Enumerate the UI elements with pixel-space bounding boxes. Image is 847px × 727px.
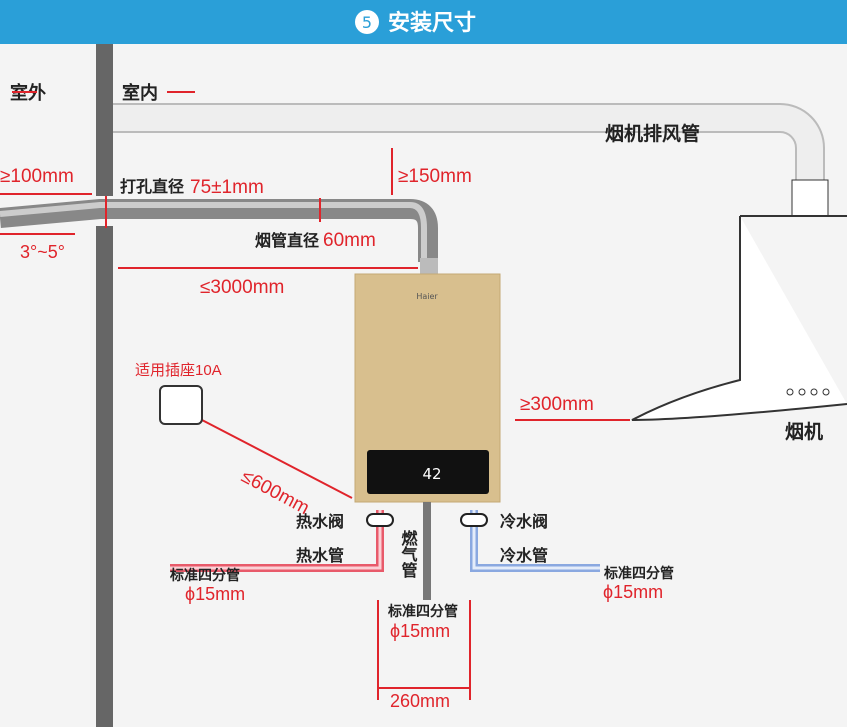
cold-pipe-label: 冷水管 <box>500 546 548 565</box>
hole-value: 75±1mm <box>190 177 264 198</box>
std-pipe-mid: 标准四分管 <box>387 603 458 620</box>
socket-icon <box>159 385 203 425</box>
gap-300-label: ≥300mm <box>520 394 594 415</box>
hood-label: 烟机 <box>785 420 823 443</box>
step-badge <box>355 10 379 34</box>
wall <box>96 44 113 727</box>
flue-value: 60mm <box>323 230 376 251</box>
cold-valve-label: 冷水阀 <box>500 512 548 531</box>
std-pipe-left: 标准四分管 <box>169 567 240 584</box>
hole-label: 打孔直径 <box>120 177 184 196</box>
gas-pipe-label: 燃气管 <box>399 529 419 579</box>
hot-valve-label: 热水阀 <box>296 512 344 531</box>
hot-pipe-label: 热水管 <box>296 546 344 565</box>
hood-duct-label: 烟机排风管 <box>605 122 700 145</box>
socket-label: 适用插座10A <box>135 362 222 379</box>
gap-150-label: ≥150mm <box>398 166 472 187</box>
dia-left: ϕ15mm <box>185 584 245 604</box>
flue-label: 烟管直径 <box>255 231 319 250</box>
display-readout: 42 <box>422 465 441 483</box>
gap-100-label: ≥100mm <box>0 166 74 187</box>
indoor-label: 室内 <box>122 82 158 104</box>
page-title: 安装尺寸 <box>388 10 476 36</box>
cold-valve <box>460 513 488 527</box>
water-heater: Haier 42 <box>354 273 501 503</box>
brand-logo: Haier <box>416 292 438 301</box>
slope-label: 3°~5° <box>20 242 65 262</box>
dimension-lines <box>0 148 630 700</box>
max-3000-label: ≤3000mm <box>200 277 284 298</box>
hot-valve <box>366 513 394 527</box>
spacing-label: 260mm <box>390 691 450 711</box>
range-hood <box>631 215 847 421</box>
header-bar <box>0 0 847 44</box>
hot-pipe <box>170 510 384 572</box>
step-number: 5 <box>362 13 372 32</box>
dia-mid: ϕ15mm <box>390 621 450 641</box>
dia-right: ϕ15mm <box>603 582 663 602</box>
std-pipe-right: 标准四分管 <box>603 565 674 582</box>
